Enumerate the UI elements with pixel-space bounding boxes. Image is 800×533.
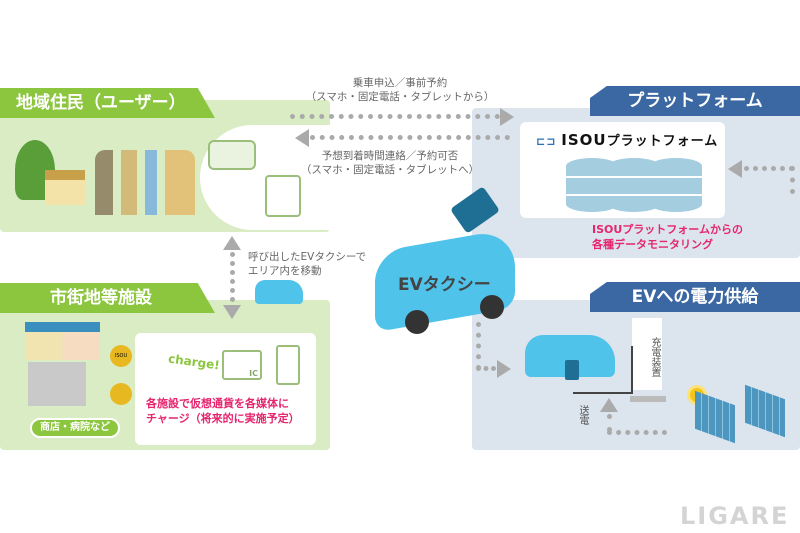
power-header: EVへの電力供給 <box>590 282 800 312</box>
reply-arrow-line <box>310 135 510 140</box>
request-flow-label: 乗車申込／事前予約 （スマホ・固定電話・タブレットから） <box>300 76 500 104</box>
plug-icon <box>565 360 579 380</box>
hospital-icon <box>28 362 86 406</box>
transmission-arrow-line <box>607 430 667 435</box>
transmission-label: 送電 <box>577 405 588 425</box>
ic-label: IC <box>249 369 258 378</box>
move-arrow-line <box>230 252 235 302</box>
ev-taxi-wheel <box>480 295 504 319</box>
platform-note-line1: ISOUプラットフォームからの <box>592 223 743 236</box>
request-line1: 乗車申込／事前予約 <box>352 77 448 89</box>
monitoring-arrow-head <box>728 160 742 178</box>
monitoring-arrow-line <box>744 166 794 171</box>
ev-taxi-label: EVタクシー <box>398 275 491 295</box>
request-line2: （スマホ・固定電話・タブレットから） <box>305 91 495 103</box>
watermark: LIGARE <box>680 502 790 530</box>
family-icon <box>95 150 195 215</box>
tablet-icon <box>265 175 301 217</box>
platform-header: プラットフォーム <box>590 86 800 116</box>
small-car-icon <box>255 280 303 304</box>
power-cable <box>573 346 633 394</box>
ev-taxi-wheel <box>405 310 429 334</box>
move-arrow-down <box>223 305 241 319</box>
isou-logo-icon: ⊏⊐ <box>536 135 562 148</box>
transmission-arrow-line <box>607 414 612 432</box>
isou-logo-suffix: プラットフォーム <box>606 134 719 149</box>
request-arrow-line <box>290 114 500 119</box>
shops-icon <box>25 322 100 360</box>
move-line1: 呼び出したEVタクシーで <box>248 251 367 263</box>
move-flow-label: 呼び出したEVタクシーで エリア内を移動 <box>248 250 366 278</box>
facilities-note-line2: チャージ（将来的に実施予定） <box>146 412 300 425</box>
isou-logo: ⊏⊐ ISOUプラットフォーム <box>536 130 718 149</box>
coin-icon: ISOU <box>110 345 132 367</box>
smartphone-icon <box>276 345 300 385</box>
power-flow-line <box>476 366 496 371</box>
facilities-note: 各施設で仮想通貨を各媒体に チャージ（将来的に実施予定） <box>146 396 300 426</box>
transmission-arrow-head <box>600 398 618 412</box>
move-arrow-up <box>223 236 241 250</box>
coin-icon <box>110 383 132 405</box>
telephone-icon <box>208 140 256 170</box>
facilities-note-line1: 各施設で仮想通貨を各媒体に <box>146 397 289 410</box>
charger-base <box>630 396 666 402</box>
monitoring-arrow-line <box>790 166 795 194</box>
power-flow-arrow <box>497 360 511 378</box>
charger-device: 充電装置 <box>632 318 662 390</box>
residents-illustration <box>15 140 195 225</box>
facilities-tag: 商店・病院など <box>30 418 120 438</box>
power-flow-line <box>476 322 481 370</box>
platform-note: ISOUプラットフォームからの 各種データモニタリング <box>592 222 743 252</box>
reply-flow-label: 予想到着時間連絡／予約可否 （スマホ・固定電話・タブレットへ） <box>290 149 490 177</box>
facilities-header: 市街地等施設 <box>0 283 215 313</box>
database-icon <box>650 158 702 212</box>
reply-arrow-head <box>295 129 309 147</box>
request-arrow-head <box>500 108 514 126</box>
move-line2: エリア内を移動 <box>248 265 322 277</box>
house-icon <box>45 170 85 205</box>
platform-note-line2: 各種データモニタリング <box>592 238 713 251</box>
isou-logo-text: ISOU <box>561 131 607 149</box>
residents-header: 地域住民（ユーザー） <box>0 88 215 118</box>
ic-card-icon: IC <box>222 350 262 380</box>
reply-line1: 予想到着時間連絡／予約可否 <box>321 150 459 162</box>
reply-line2: （スマホ・固定電話・タブレットへ） <box>300 164 480 176</box>
